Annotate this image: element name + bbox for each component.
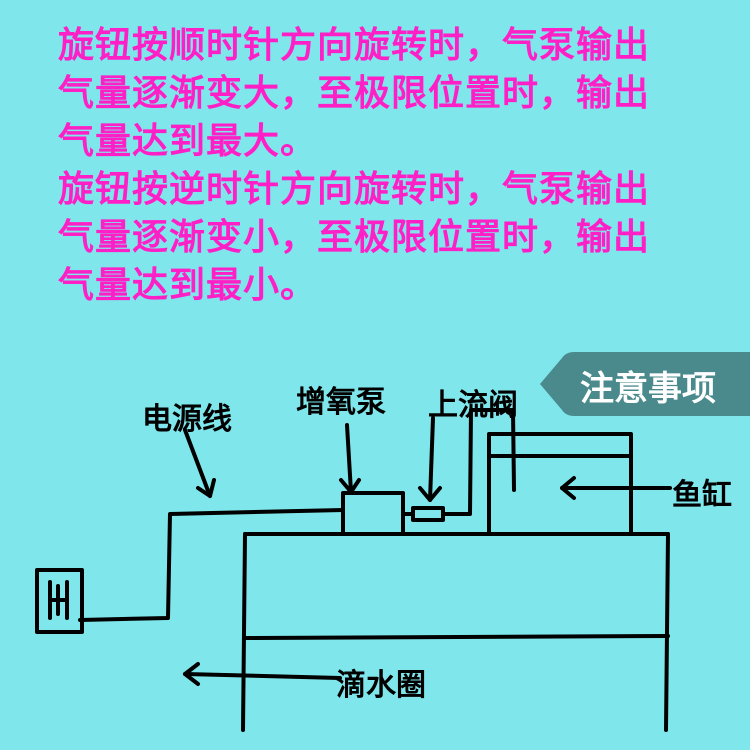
power-cord-arrow	[183, 428, 212, 498]
check-valve-arrow-head	[418, 486, 442, 502]
notice-badge: 注意事项	[540, 344, 750, 424]
instruction-line: 气量达到最大。	[58, 121, 318, 162]
instruction-line: 气量达到最小。	[58, 265, 318, 306]
air-pump-label: 增氧泵	[296, 385, 386, 420]
instruction-counterclockwise: 旋钮按逆时针方向旋转时，气泵输出 气量逐渐变小，至极限位置时，输出 气量达到最小…	[58, 166, 738, 310]
fish-tank-label: 鱼缸	[672, 478, 732, 513]
cabinet-shelf	[243, 634, 670, 640]
fish-tank	[487, 432, 633, 536]
instruction-line: 旋钮按逆时针方向旋转时，气泵输出	[58, 169, 651, 210]
instruction-line: 气量逐渐变小，至极限位置时，输出	[58, 217, 651, 258]
power-cord-arrow-head	[196, 478, 216, 498]
power-cord	[78, 508, 345, 622]
cabinet-right-side	[664, 532, 670, 732]
check-valve	[411, 506, 445, 522]
instructions: 旋钮按顺时针方向旋转时，气泵输出 气量逐渐变大，至极限位置时，输出 气量达到最大…	[58, 22, 738, 310]
instruction-line: 气量逐渐变大，至极限位置时，输出	[58, 73, 651, 114]
fish-tank-arrow-head	[560, 476, 576, 500]
air-pump	[341, 491, 405, 536]
air-tube-in-tank	[511, 408, 516, 492]
air-tube-valve-to-tank	[441, 408, 515, 516]
badge-shape	[540, 352, 750, 416]
instruction-line: 旋钮按顺时针方向旋转时，气泵输出	[58, 25, 651, 66]
drip-loop-arrow-head	[183, 662, 200, 686]
air-pump-arrow-head	[339, 478, 361, 494]
drip-loop-arrow	[183, 672, 342, 680]
wall-socket-icon	[35, 568, 84, 634]
cabinet-left-side	[241, 532, 247, 732]
badge-label: 注意事项	[580, 369, 716, 409]
check-valve-arrow	[428, 416, 435, 502]
air-pump-arrow	[345, 423, 353, 494]
check-valve-label: 上流阀	[428, 388, 518, 423]
badge-background	[540, 352, 750, 416]
power-cord-label: 电源线	[142, 402, 232, 437]
instruction-clockwise: 旋钮按顺时针方向旋转时，气泵输出 气量逐渐变大，至极限位置时，输出 气量达到最大…	[58, 22, 738, 166]
drip-loop-label: 滴水圈	[336, 668, 426, 703]
